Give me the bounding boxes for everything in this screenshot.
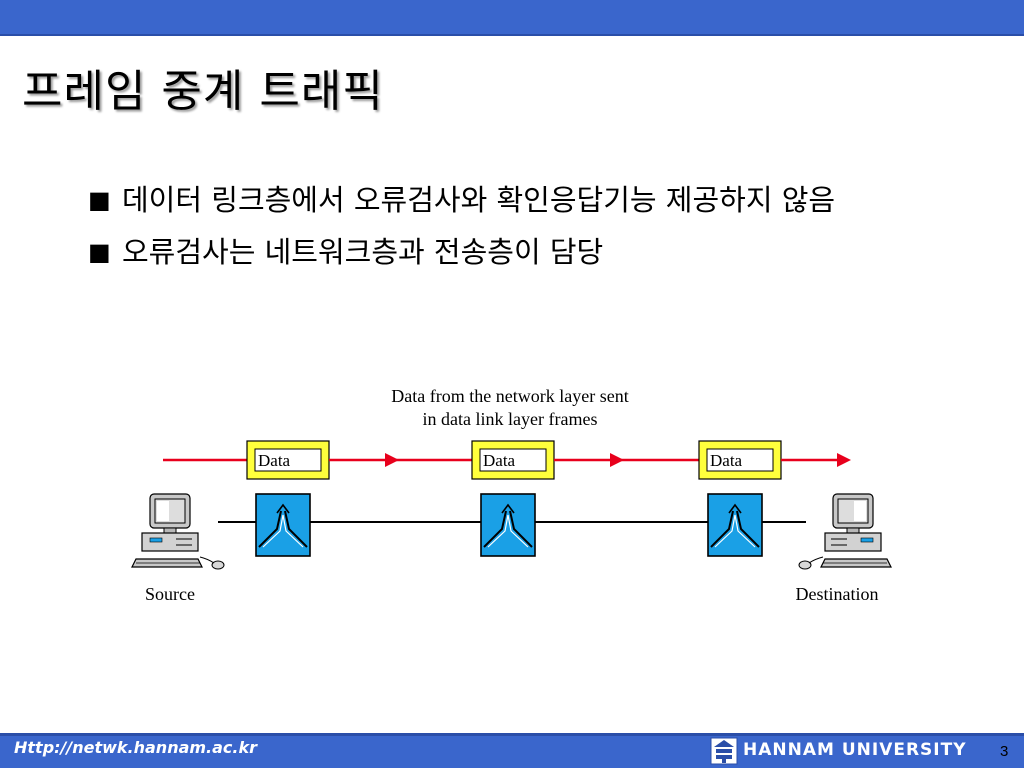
switch-icon (707, 493, 763, 557)
bullet-item: ■ 데이터 링크층에서 오류검사와 확인응답기능 제공하지 않음 (88, 178, 928, 222)
university-logo-icon (710, 737, 738, 765)
source-computer-icon (131, 493, 225, 570)
page-number: 3 (1000, 743, 1009, 760)
source-label: Source (145, 584, 195, 604)
switch-icon (255, 493, 311, 557)
bullet-text: 데이터 링크층에서 오류검사와 확인응답기능 제공하지 않음 (122, 183, 836, 217)
diagram-caption-line1: Data from the network layer sent (391, 386, 628, 406)
footer-bar (0, 733, 1024, 768)
switch-icon (480, 493, 536, 557)
destination-label: Destination (796, 584, 879, 604)
university-name: HANNAM UNIVERSITY (743, 740, 967, 760)
destination-computer-icon (798, 493, 892, 570)
bullet-list: ■ 데이터 링크층에서 오류검사와 확인응답기능 제공하지 않음 ■ 오류검사는… (88, 178, 928, 282)
bullet-square-icon: ■ (88, 238, 111, 266)
bullet-square-icon: ■ (88, 186, 111, 214)
frame-label: Data (483, 451, 516, 470)
diagram-caption-line2: in data link layer frames (423, 409, 598, 429)
bullet-text: 오류검사는 네트워크층과 전송층이 담당 (122, 235, 604, 269)
frame-label: Data (710, 451, 743, 470)
header-divider (0, 34, 1024, 36)
frame-label: Data (258, 451, 291, 470)
slide-title: 프레임 중계 트래픽 (22, 66, 384, 117)
footer-url-link[interactable]: Http://netwk.hannam.ac.kr (14, 738, 258, 757)
header-bar (0, 0, 1024, 34)
bullet-item: ■ 오류검사는 네트워크층과 전송층이 담당 (88, 230, 928, 274)
frame-relay-diagram: Data Data Data Data from the network lay… (131, 386, 892, 604)
